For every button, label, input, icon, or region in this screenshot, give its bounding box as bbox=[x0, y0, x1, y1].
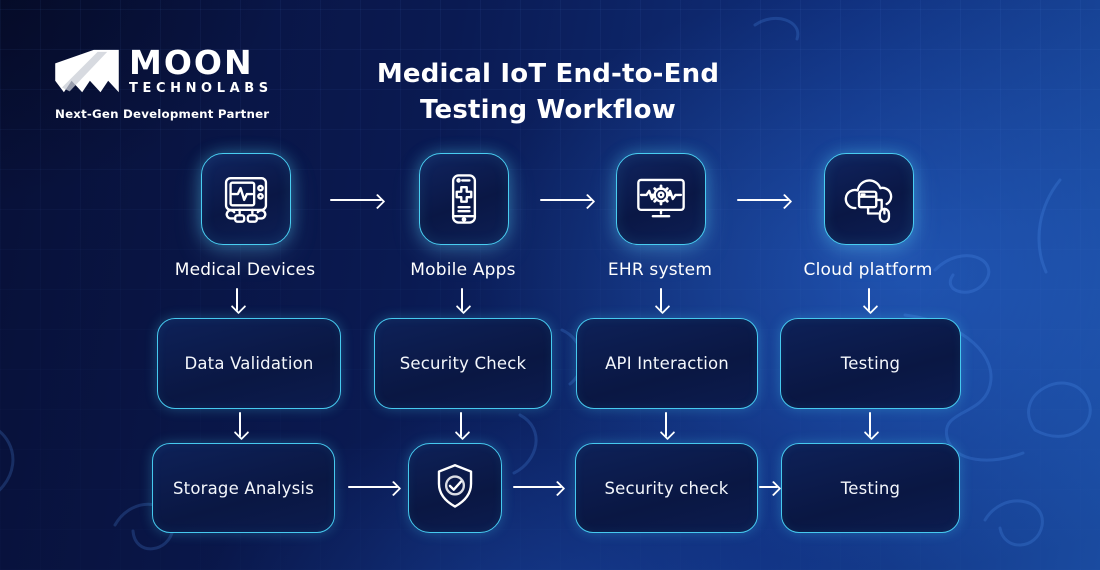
final-box-label: Security check bbox=[604, 478, 729, 498]
final-box-security-check: Security check bbox=[575, 443, 758, 533]
moon-technolabs-logo-icon bbox=[55, 49, 119, 93]
process-box-data-validation: Data Validation bbox=[157, 318, 341, 409]
arrow-security-to-testing bbox=[759, 486, 778, 489]
arrow-mobile-to-ehr bbox=[540, 199, 592, 202]
page-title-line1: Medical IoT End-to-End bbox=[376, 59, 720, 89]
process-box-label: Security Check bbox=[399, 354, 527, 373]
mobile-medical-app-icon bbox=[451, 174, 477, 224]
stage-label-medical-devices: Medical Devices bbox=[174, 260, 316, 280]
process-box-api-interaction: API Interaction bbox=[576, 318, 758, 409]
stage-tile-cloud-platform bbox=[824, 153, 914, 245]
stage-tile-ehr-system bbox=[616, 153, 706, 245]
arrow-down-col2-b bbox=[460, 412, 463, 437]
stage-label-mobile-apps: Mobile Apps bbox=[410, 260, 516, 280]
page-title: Medical IoT End-to-End Testing Workflow bbox=[318, 56, 778, 128]
arrow-down-col2-a bbox=[461, 288, 464, 311]
brand-subname: TECHNOLABS bbox=[129, 81, 273, 96]
shield-check-icon bbox=[437, 464, 473, 508]
page-title-line2: Testing Workflow bbox=[420, 95, 676, 125]
arrow-storage-to-shield bbox=[348, 486, 398, 489]
arrow-shield-to-security bbox=[513, 486, 562, 489]
arrow-down-col3-a bbox=[660, 288, 663, 311]
final-box-storage-analysis: Storage Analysis bbox=[152, 443, 335, 533]
process-box-label: API Interaction bbox=[605, 354, 729, 373]
stage-tile-mobile-apps bbox=[419, 153, 509, 245]
ecg-monitor-icon bbox=[224, 176, 268, 223]
ehr-monitor-gear-icon bbox=[637, 178, 685, 218]
brand-logo: MOON TECHNOLABS Next-Gen Development Par… bbox=[55, 46, 270, 121]
final-box-label: Testing bbox=[840, 478, 901, 498]
process-box-label: Data Validation bbox=[184, 354, 314, 373]
process-box-label: Testing bbox=[840, 354, 901, 373]
arrow-down-col3-b bbox=[665, 412, 668, 437]
stage-tile-medical-devices bbox=[201, 153, 291, 245]
arrow-down-col1-b bbox=[239, 412, 242, 437]
final-box-label: Storage Analysis bbox=[173, 478, 314, 498]
arrow-down-col4-b bbox=[869, 412, 872, 437]
stage-label-ehr-system: EHR system bbox=[607, 260, 713, 280]
brand-tagline: Next-Gen Development Partner bbox=[55, 107, 270, 121]
final-box-shield-check bbox=[408, 443, 502, 533]
brand-name: MOON bbox=[129, 43, 254, 82]
arrow-ehr-to-cloud bbox=[737, 199, 789, 202]
cloud-platform-icon bbox=[844, 179, 893, 223]
arrow-down-col1-a bbox=[236, 288, 239, 311]
arrow-down-col4-a bbox=[868, 288, 871, 311]
process-box-security-check: Security Check bbox=[374, 318, 552, 409]
stage-label-cloud-platform: Cloud platform bbox=[803, 260, 933, 280]
arrow-devices-to-mobile bbox=[330, 199, 382, 202]
process-box-testing: Testing bbox=[780, 318, 961, 409]
final-box-testing: Testing bbox=[781, 443, 960, 533]
